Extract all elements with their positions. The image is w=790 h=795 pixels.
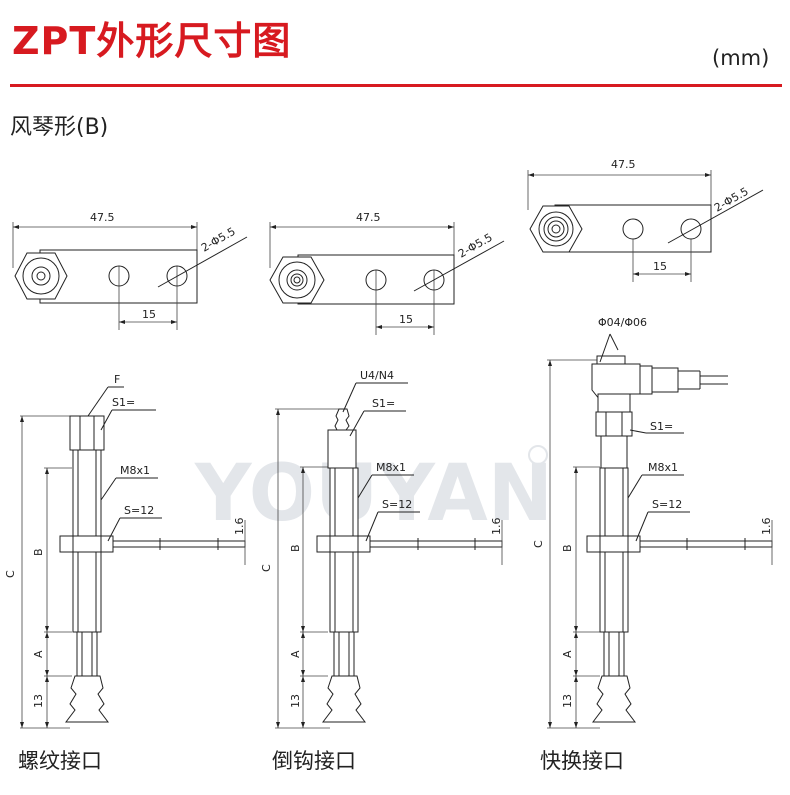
side1-f-label: F <box>114 373 120 386</box>
side3-dim-thickness: 1.6 <box>760 518 773 536</box>
side1-hex-label: S1= <box>112 396 135 409</box>
side-view-quick: C B A 13 <box>532 316 773 729</box>
side3-dim-a: A <box>561 650 574 658</box>
side1-dim-b: B <box>32 548 45 556</box>
watermark-mark <box>528 445 548 465</box>
title-underline <box>10 84 782 87</box>
side2-dim-13: 13 <box>289 694 302 708</box>
side3-thread-label: M8x1 <box>648 461 678 474</box>
section-subtitle: 风琴形(B) <box>10 115 109 140</box>
top1-pitch-dim: 15 <box>142 308 156 321</box>
top-view-2: 47.5 15 2-Φ5.5 <box>269 211 505 335</box>
side3-dim-b: B <box>561 544 574 552</box>
side2-dim-a: A <box>289 650 302 658</box>
side2-dim-c: C <box>260 564 273 572</box>
side3-dim-c: C <box>532 540 545 548</box>
side3-fitting-label: Φ04/Φ06 <box>598 316 647 329</box>
side2-dim-thickness: 1.6 <box>490 518 503 536</box>
top3-width-dim: 47.5 <box>611 158 636 171</box>
side1-thread-label: M8x1 <box>120 464 150 477</box>
side3-hex-label: S1= <box>650 420 673 433</box>
side2-nut-label: S=12 <box>382 498 412 511</box>
caption-quick: 快换接口 <box>540 749 624 773</box>
side1-dim-thickness: 1.6 <box>233 518 246 536</box>
top-view-3: 47.5 15 2-Φ5.5 <box>527 158 764 282</box>
top1-width-dim: 47.5 <box>90 211 115 224</box>
side3-nut-label: S=12 <box>652 498 682 511</box>
side2-thread-label: M8x1 <box>376 461 406 474</box>
caption-barb: 倒钩接口 <box>272 749 356 773</box>
side-view-barb: C B A 13 1.6 <box>260 369 503 729</box>
side1-dim-a: A <box>32 650 45 658</box>
top2-width-dim: 47.5 <box>356 211 381 224</box>
top1-hole-dim: 2-Φ5.5 <box>199 225 238 255</box>
top-view-1: 47.5 15 2-Φ5.5 <box>12 211 248 330</box>
side3-dim-13: 13 <box>561 694 574 708</box>
top3-pitch-dim: 15 <box>653 260 667 273</box>
side2-hex-label: S1= <box>372 397 395 410</box>
side1-nut-label: S=12 <box>124 504 154 517</box>
side1-dim-13: 13 <box>32 694 45 708</box>
top2-pitch-dim: 15 <box>399 313 413 326</box>
side2-dim-b: B <box>289 544 302 552</box>
page-title: ZPT外形尺寸图 <box>12 19 292 63</box>
top2-hole-dim: 2-Φ5.5 <box>456 231 495 261</box>
side2-barb-label: U4/N4 <box>360 369 394 382</box>
unit-label: (mm) <box>712 46 770 70</box>
side-view-thread: C B A 13 <box>4 373 246 729</box>
caption-thread: 螺纹接口 <box>18 749 102 773</box>
side1-dim-c: C <box>4 570 17 578</box>
